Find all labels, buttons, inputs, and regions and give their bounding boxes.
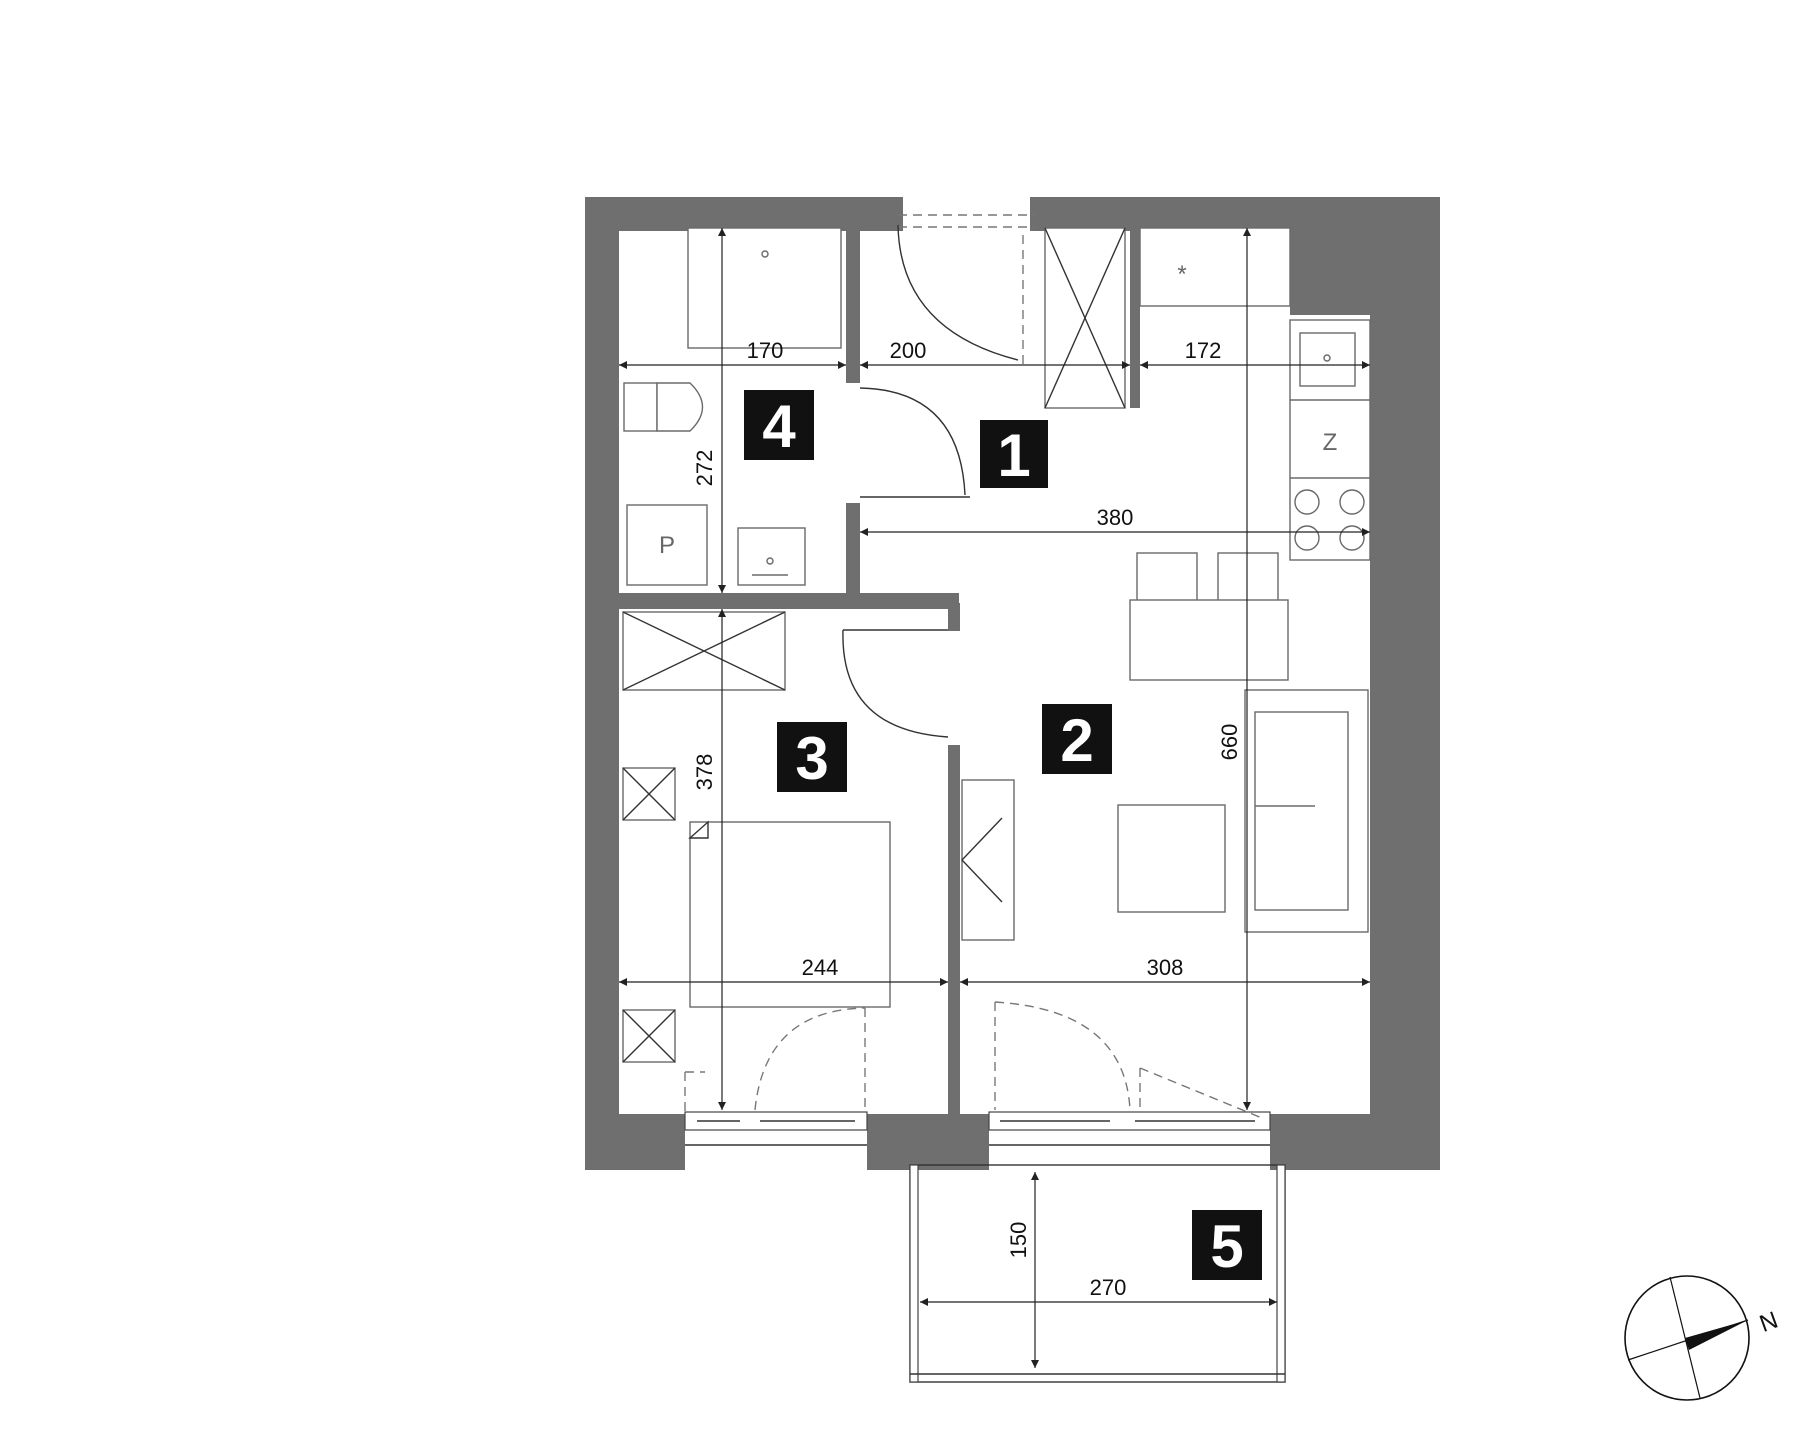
extractor-mark: * [1177,261,1186,288]
coffee-table [1117,804,1226,913]
living-balcony-door-swing [994,1001,1131,1111]
svg-text:3: 3 [795,725,828,792]
bathroom-door-swing [859,387,966,496]
washer-label: P [659,532,675,559]
shower-tray [687,227,842,349]
balcony-outline [909,1164,1286,1383]
room-label-2: 2 [1042,704,1112,774]
bedroom-balcony-door-swing [754,1007,866,1111]
toilet-tank [623,382,658,432]
cooktop-icon [1294,489,1365,551]
washbasin-drain [766,557,774,565]
dim-bath-height: 272 [692,450,717,487]
dim-bath-width: 170 [747,338,784,363]
shower-drain [761,250,769,258]
dim-living-height: 660 [1217,724,1242,761]
bed [689,821,891,1008]
dim-bedroom-height: 378 [692,754,717,791]
dim-kitchen-width: 172 [1185,338,1222,363]
dim-balcony-width: 270 [1090,1275,1127,1300]
entrance-door-swing [897,224,1019,361]
kitchen-counter-top [1139,227,1291,307]
room-label-3: 3 [777,722,847,792]
dim-balcony-height: 150 [1006,1222,1031,1259]
dining-table [1129,599,1289,681]
tv-cabinet [961,779,1015,941]
washing-machine [626,504,708,586]
room-label-5: 5 [1192,1210,1262,1280]
room-label-4: 4 [744,390,814,460]
svg-text:4: 4 [762,393,796,460]
toilet-bowl [656,382,704,432]
room-label-1: 1 [980,420,1048,489]
bedroom-door-swing [842,629,949,738]
dim-bedroom-width: 244 [802,955,839,980]
svg-text:1: 1 [997,422,1030,489]
svg-text:2: 2 [1060,707,1093,774]
compass-icon [1624,1275,1750,1401]
svg-text:5: 5 [1210,1213,1243,1280]
bottom-windows [684,1111,1271,1146]
dim-hall-width: 200 [890,338,927,363]
interior-walls [619,214,1140,1115]
dim-living-width: 380 [1097,505,1134,530]
dim-living-bottom-width: 308 [1147,955,1184,980]
balcony-door-panel [1139,1067,1263,1119]
compass-north-label: N [1756,1307,1782,1338]
fridge-label: Z [1323,429,1338,456]
dimension-lines [619,228,1370,1368]
washbasin [737,527,806,586]
